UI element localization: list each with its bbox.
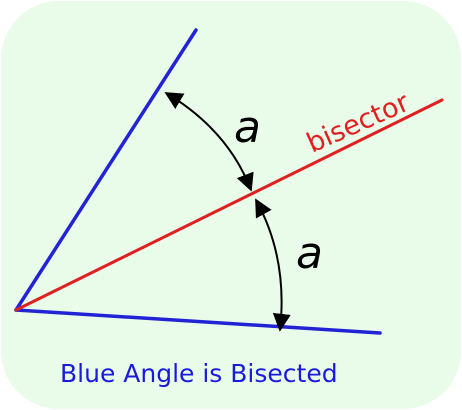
angle-label-lower: a [296, 228, 323, 279]
lower-angle-arc [255, 198, 291, 332]
upper-angle-arc [164, 92, 254, 192]
diagram-caption: Blue Angle is Bisected [60, 359, 338, 388]
lower-angle-ray [14, 308, 382, 335]
bisector-line [14, 98, 444, 312]
angle-label-upper: a [234, 102, 261, 153]
upper-angle-ray [14, 28, 198, 312]
